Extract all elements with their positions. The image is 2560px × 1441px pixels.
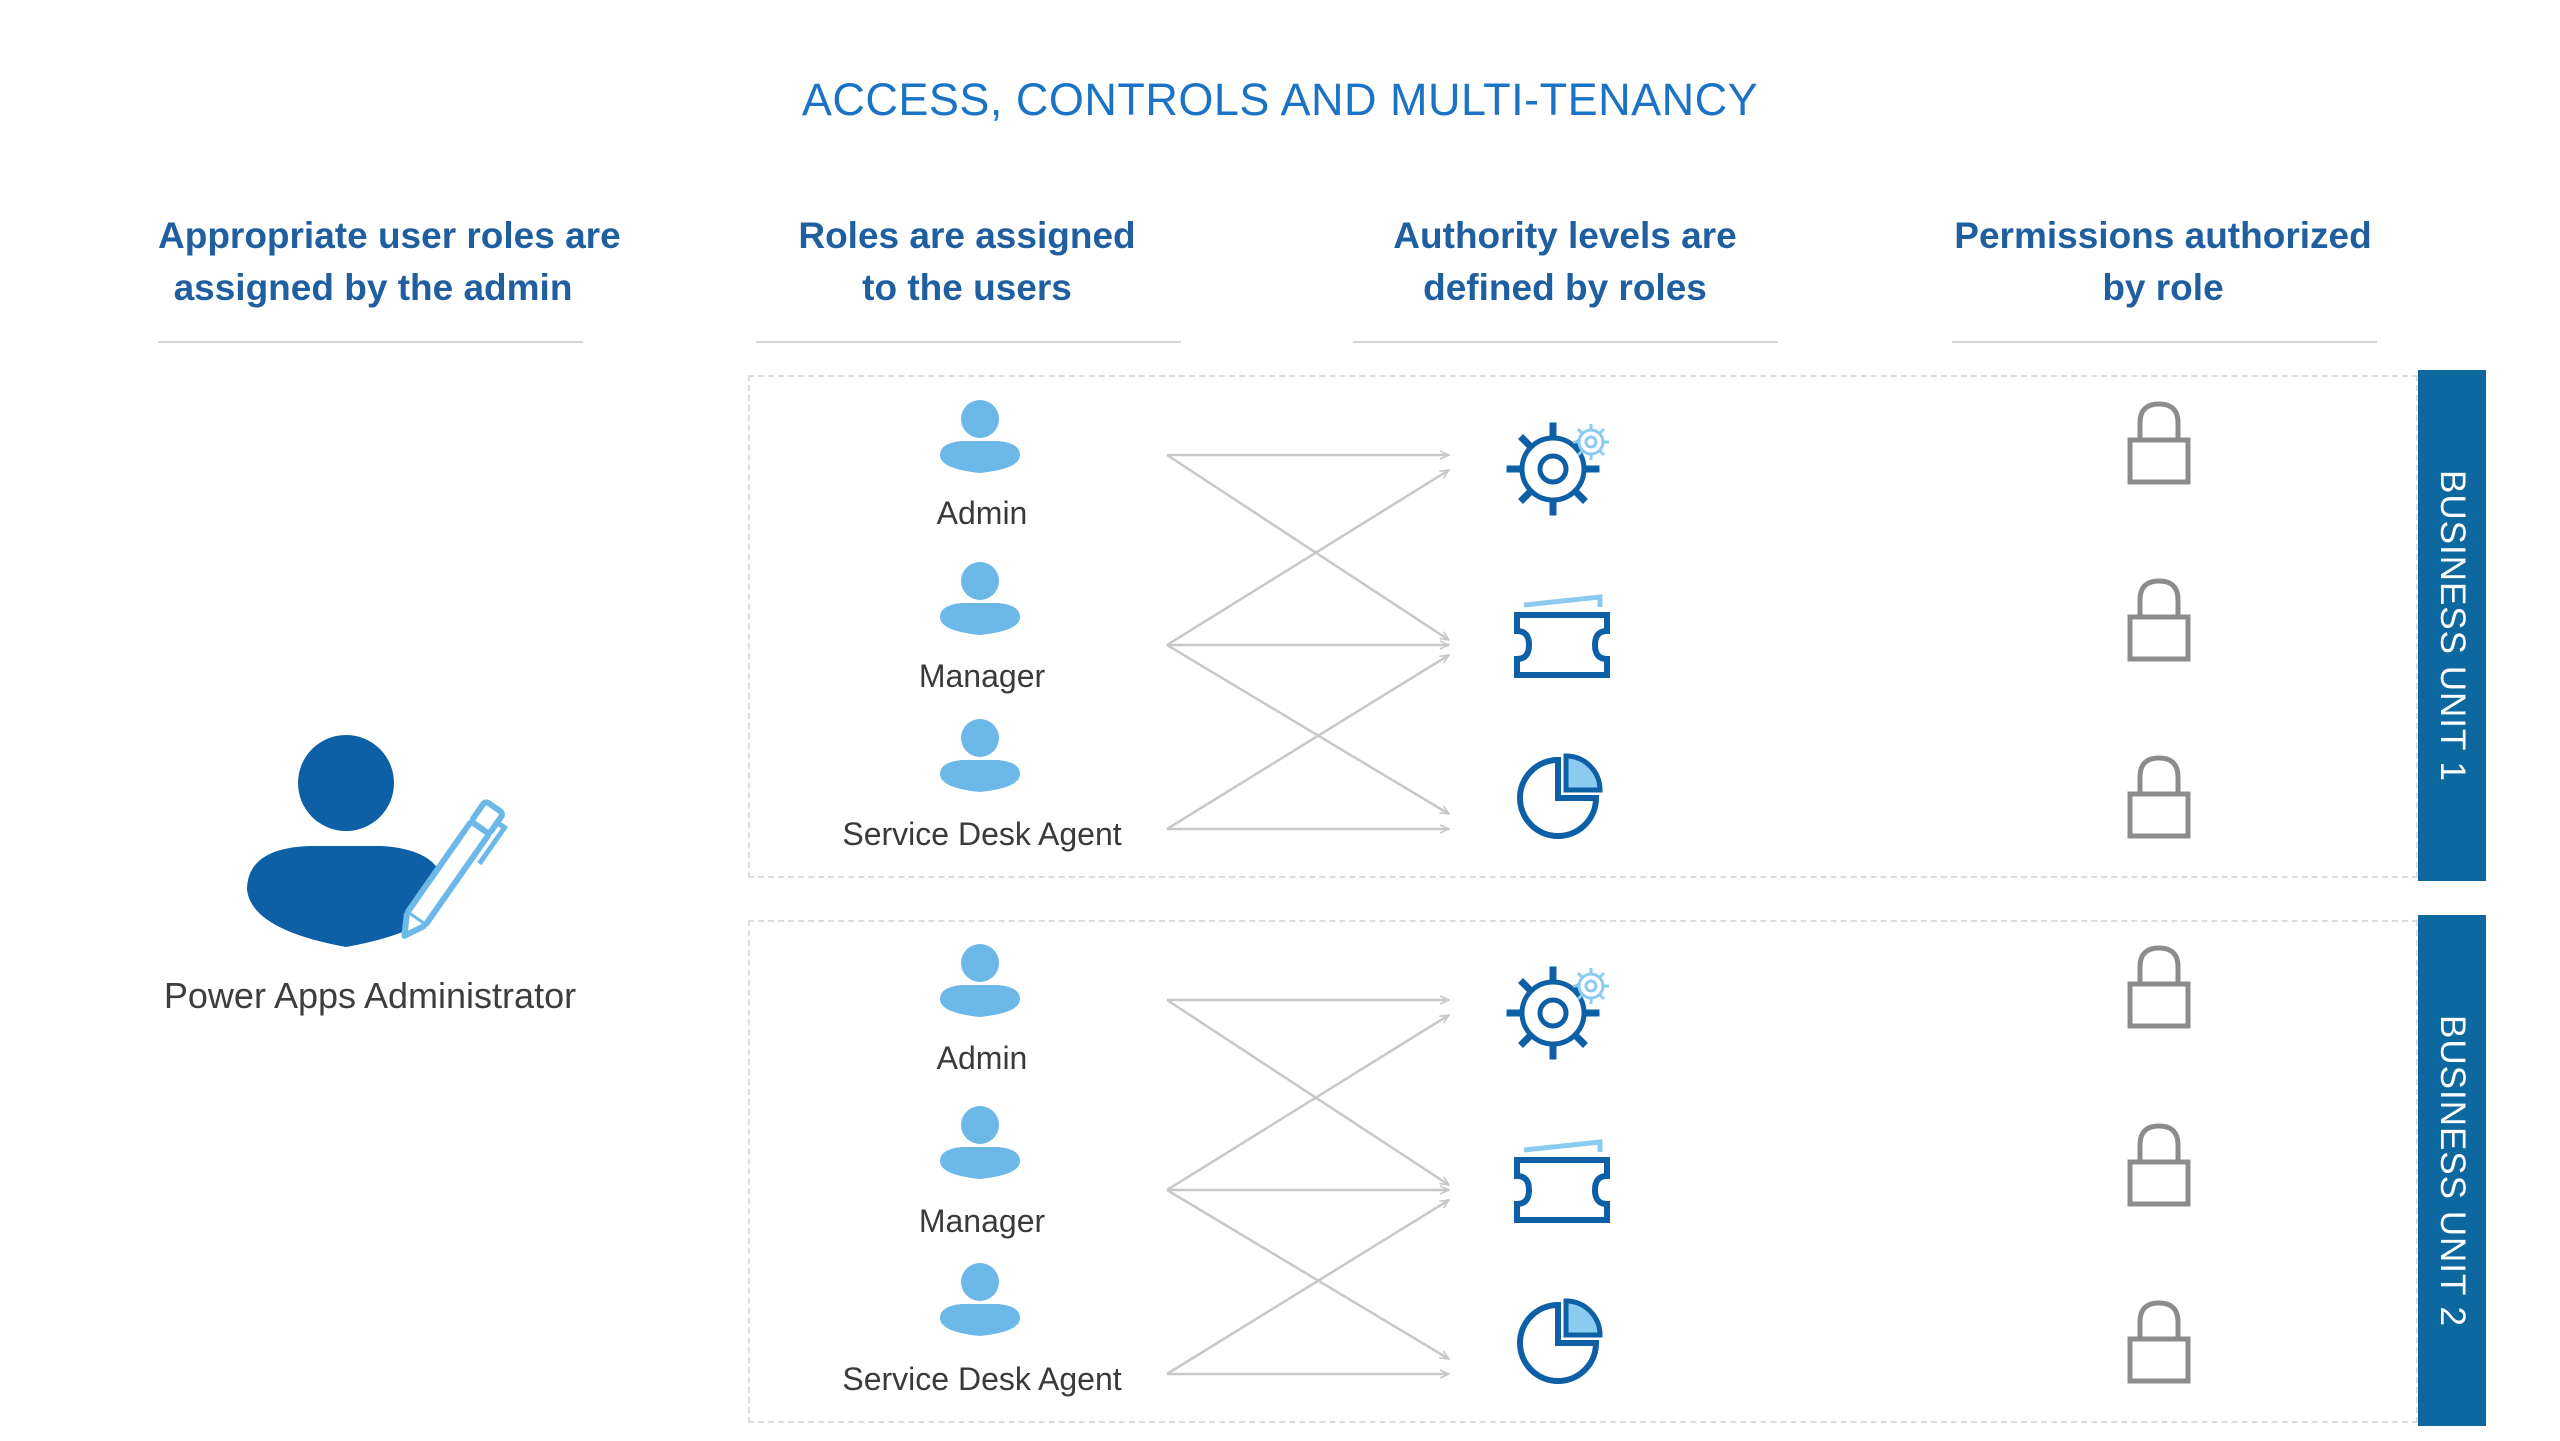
ticket-icon	[1517, 1142, 1607, 1220]
column-heading-roles: Roles are assigned to the users	[798, 215, 1136, 308]
lock-icon	[2130, 948, 2188, 1026]
business-unit-1-bar	[2418, 370, 2486, 881]
user-icon	[940, 400, 1020, 473]
lock-icon	[2130, 581, 2188, 659]
lock-icon	[2130, 1303, 2188, 1381]
gear-icon	[1510, 968, 1609, 1056]
business-unit-1-panel	[748, 375, 2418, 878]
user-icon	[940, 1263, 1020, 1336]
user-icon	[940, 562, 1020, 635]
role-label-service-desk-agent: Service Desk Agent	[842, 1361, 1122, 1397]
column-divider	[1353, 341, 1778, 343]
pie-chart-icon	[1520, 1301, 1600, 1381]
diagram-title: ACCESS, CONTROLS AND MULTI-TENANCY	[801, 74, 1759, 125]
role-authority-connectors	[1166, 1000, 1449, 1374]
column-heading-admin: Appropriate user roles are assigned by t…	[158, 215, 621, 308]
column-divider	[1952, 341, 2377, 343]
role-label-admin: Admin	[936, 1040, 1028, 1076]
user-icon	[940, 719, 1020, 792]
column-divider	[756, 341, 1181, 343]
business-unit-1-label: BUSINESS UNIT 1	[2433, 469, 2472, 782]
pie-chart-icon	[1520, 756, 1600, 836]
administrator-label: Power Apps Administrator	[163, 975, 577, 1016]
column-divider	[158, 341, 583, 343]
gear-icon	[1510, 424, 1609, 512]
business-unit-2-bar	[2418, 915, 2486, 1426]
role-label-service-desk-agent: Service Desk Agent	[842, 816, 1122, 852]
role-label-admin: Admin	[936, 495, 1028, 531]
user-icon	[940, 944, 1020, 1017]
lock-icon	[2130, 1126, 2188, 1204]
role-label-manager: Manager	[918, 658, 1046, 694]
column-heading-permissions: Permissions authorized by role	[1954, 215, 2372, 308]
business-unit-2-label: BUSINESS UNIT 2	[2433, 1014, 2472, 1327]
role-label-manager: Manager	[918, 1203, 1046, 1239]
business-unit-2-panel	[748, 920, 2418, 1423]
lock-icon	[2130, 758, 2188, 836]
role-authority-connectors	[1166, 455, 1449, 829]
user-icon	[940, 1106, 1020, 1179]
column-heading-authority: Authority levels are defined by roles	[1393, 215, 1737, 308]
admin-with-pen-icon	[247, 735, 509, 947]
ticket-icon	[1517, 597, 1607, 675]
lock-icon	[2130, 404, 2188, 482]
